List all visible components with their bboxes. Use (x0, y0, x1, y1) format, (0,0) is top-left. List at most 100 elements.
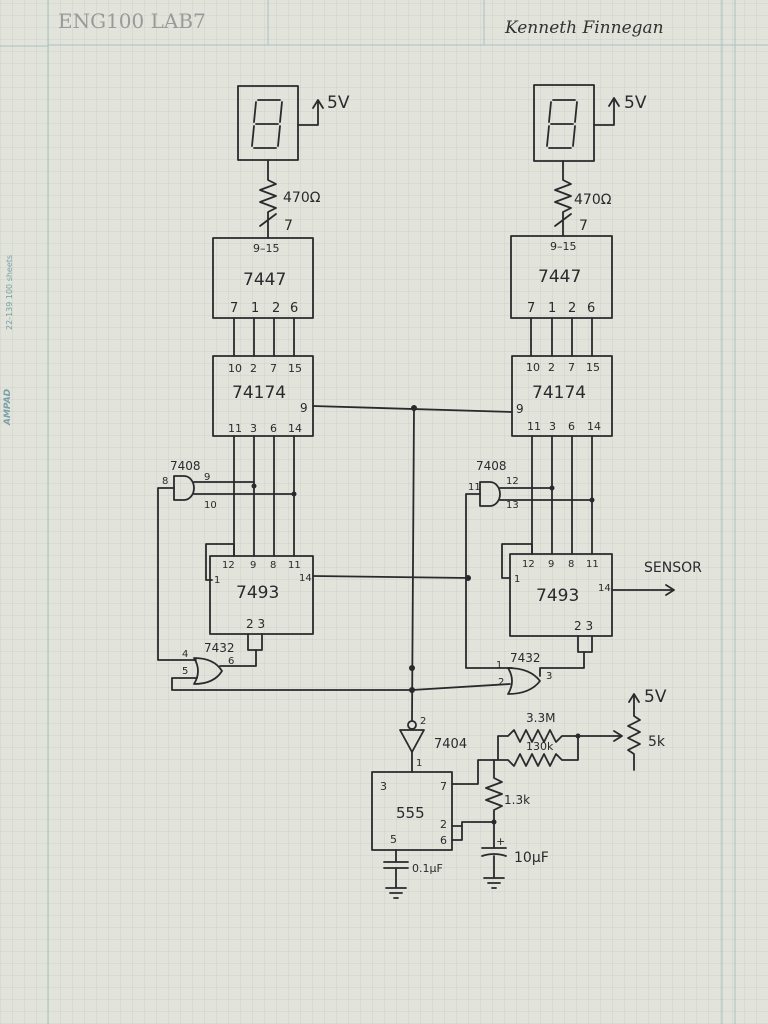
right-74174-bottom-pin-b: 3 (549, 420, 556, 433)
left-74174-bottom-pin-c: 6 (270, 422, 277, 435)
left-7447-pin-d: 6 (290, 301, 298, 316)
inverter-label: 7404 (434, 737, 467, 752)
sheet-count: 22-139 100 sheets (5, 255, 14, 330)
right-7493-counter (509, 553, 613, 637)
left-resistor-label: 470Ω (283, 190, 321, 206)
left-or-pin-b: 5 (182, 666, 188, 677)
right-7493-pin-11: 11 (586, 559, 599, 570)
pot-supply-label: 5V (644, 687, 667, 707)
left-74174-top-pin-d: 15 (288, 362, 302, 375)
left-74174-top-pin-a: 10 (228, 362, 242, 375)
left-7447-label: 7447 (243, 270, 286, 290)
right-7447-pin-d: 6 (587, 301, 595, 316)
right-7447-top-pins: 9–15 (550, 240, 577, 253)
right-or-pin-a: 1 (496, 660, 502, 671)
left-bus-pin: 7 (284, 218, 293, 234)
left-7493-pin-9: 9 (250, 560, 256, 571)
right-and-pin-b: 13 (506, 500, 519, 511)
right-chain: 5V 470Ω 7 9–15 7447 7 1 2 6 10 2 7 15 74… (465, 84, 702, 695)
pot-5k-label: 5k (648, 734, 666, 750)
right-seven-seg-display (533, 84, 595, 162)
left-or-pin-out: 6 (228, 656, 234, 667)
right-74174-bottom-pin-c: 6 (568, 420, 575, 433)
r-130k-label: 130k (526, 740, 554, 753)
right-7447-label: 7447 (538, 267, 581, 287)
555-pin-7: 7 (440, 780, 447, 793)
right-74174-clock-pin: 9 (516, 402, 524, 416)
inverter-pin-out: 1 (416, 758, 422, 769)
brand-logo: AMPAD (3, 388, 13, 426)
timer-section: 7404 2 1 3 7 555 2 6 5 1.3k + 10μF 0.1μF… (371, 687, 667, 899)
right-or-pin-out: 3 (546, 671, 552, 682)
right-7493-clock-pin: 14 (598, 583, 611, 594)
left-7447-decoder (212, 237, 314, 319)
right-display-supply: 5V (624, 93, 647, 113)
left-7493-pin-8: 8 (270, 560, 276, 571)
author-name: Kenneth Finnegan (504, 18, 664, 38)
left-7447-pin-a: 7 (230, 301, 238, 316)
left-7493-pin-12: 12 (222, 560, 235, 571)
left-display-supply: 5V (327, 93, 350, 113)
left-74174-label: 74174 (232, 383, 286, 403)
left-and-pin-b: 10 (204, 500, 217, 511)
right-or-pin-b: 2 (498, 677, 504, 688)
right-74174-top-pin-b: 2 (548, 361, 555, 374)
right-74174-bottom-pin-a: 11 (527, 420, 541, 433)
left-digit-8-icon (251, 99, 283, 149)
right-7447-pin-c: 2 (568, 301, 576, 316)
555-pin-5: 5 (390, 833, 397, 846)
right-74174-top-pin-a: 10 (526, 361, 540, 374)
lab-title: ENG100 LAB7 (58, 9, 206, 33)
right-resistor-label: 470Ω (574, 192, 612, 208)
c-10uf-polarity: + (496, 835, 505, 848)
left-74174-register (212, 355, 314, 437)
right-74174-top-pin-c: 7 (568, 361, 575, 374)
right-and-pin-out: 11 (468, 482, 481, 493)
left-7493-clock-pin: 14 (299, 573, 312, 584)
r-1-3k-label: 1.3k (504, 793, 530, 807)
left-7493-pin-1: 1 (214, 575, 220, 586)
right-and-gate-icon (479, 481, 501, 507)
right-7447-decoder (510, 235, 613, 319)
inverter-icon (399, 729, 425, 753)
left-and-pin-a: 9 (204, 472, 210, 483)
left-74174-top-pin-c: 7 (270, 362, 277, 375)
555-label: 555 (396, 804, 425, 822)
left-74174-top-pin-b: 2 (250, 362, 257, 375)
right-7493-label: 7493 (536, 586, 579, 606)
right-or-gate-label: 7432 (510, 651, 541, 665)
left-and-gate-label: 7408 (170, 459, 201, 473)
potentiometer-icon (627, 707, 641, 771)
left-74174-clock-pin: 9 (300, 401, 308, 415)
c-0-1uf-label: 0.1μF (412, 862, 443, 875)
left-74174-bottom-pin-a: 11 (228, 422, 242, 435)
left-chain: 5V 470Ω 7 9–15 7447 7 1 2 6 10 2 7 15 74… (157, 85, 411, 691)
right-7447-pin-a: 7 (527, 301, 535, 316)
555-pin-2: 2 (440, 818, 447, 831)
left-7493-label: 7493 (236, 583, 279, 603)
right-7447-pin-b: 1 (548, 301, 556, 316)
right-74174-bottom-pin-d: 14 (587, 420, 601, 433)
555-timer-chip (371, 771, 453, 851)
right-74174-register (511, 355, 613, 437)
right-74174-top-pin-d: 15 (586, 361, 600, 374)
margin-sheet-info: 22-139 100 sheets (5, 255, 14, 330)
sensor-label: SENSOR (644, 560, 702, 576)
right-7493-reset-pins: 2 3 (574, 619, 593, 633)
clock-bus (312, 405, 513, 721)
right-or-gate-icon (507, 667, 541, 695)
r-3-3m-label: 3.3M (526, 711, 555, 725)
c-10uf-label: 10μF (514, 850, 549, 866)
right-bus-pin: 7 (579, 218, 588, 234)
right-and-gate-label: 7408 (476, 459, 507, 473)
left-74174-bottom-pin-b: 3 (250, 422, 257, 435)
left-and-pin-out: 8 (162, 476, 168, 487)
right-digit-8-icon (546, 99, 578, 149)
left-7447-top-pins: 9–15 (253, 242, 280, 255)
left-7447-pin-c: 2 (272, 301, 280, 316)
left-7493-pin-11: 11 (288, 560, 301, 571)
right-7493-pin-12: 12 (522, 559, 535, 570)
555-pin-3: 3 (380, 780, 387, 793)
